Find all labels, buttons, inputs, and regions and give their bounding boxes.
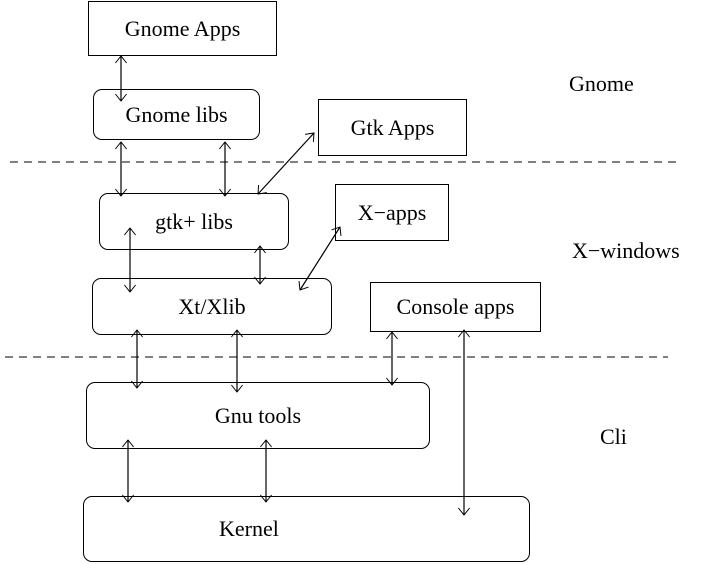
node-label: Kernel — [219, 516, 279, 541]
layer-label-gnome: Gnome — [569, 71, 634, 96]
layer-label-cli: Cli — [600, 424, 627, 449]
node-gtk-apps: Gtk Apps — [318, 99, 467, 156]
node-label: Gnu tools — [214, 402, 302, 428]
node-xt-xlib: Xt/Xlib — [92, 278, 332, 335]
node-x-apps: X−apps — [335, 184, 449, 241]
arrow-xapps-xtxlib — [300, 227, 340, 290]
node-label: gtk+ libs — [155, 208, 233, 234]
node-console-apps: Console apps — [370, 282, 541, 332]
node-label: X−apps — [357, 199, 427, 225]
node-label: Gnome Apps — [124, 15, 241, 41]
node-label: Console apps — [396, 294, 515, 319]
node-gtk-libs: gtk+ libs — [99, 193, 289, 250]
node-kernel: Kernel — [83, 496, 530, 562]
node-label: Gtk Apps — [350, 114, 435, 140]
node-gnome-libs: Gnome libs — [93, 89, 260, 140]
node-label: Gnome libs — [125, 101, 228, 127]
node-gnu-tools: Gnu tools — [86, 382, 430, 449]
layer-label-x-windows: X−windows — [572, 238, 680, 263]
node-label: Xt/Xlib — [178, 293, 246, 319]
node-gnome-apps: Gnome Apps — [88, 1, 277, 56]
arrow-gtkapps-gtklibs — [258, 133, 314, 194]
